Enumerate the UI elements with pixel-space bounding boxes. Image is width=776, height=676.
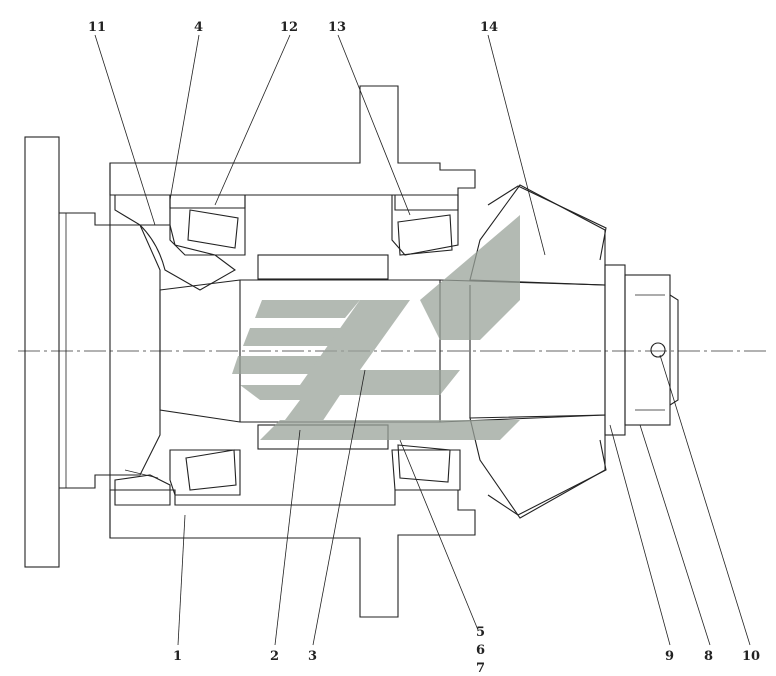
callout-1: 1 [173, 649, 182, 664]
callout-4: 4 [194, 20, 203, 35]
leader-14 [487, 34, 546, 256]
watermark-logo [232, 215, 520, 440]
callout-10: 10 [742, 649, 760, 664]
bearing-12 [169, 194, 246, 496]
callout-3: 3 [308, 649, 317, 664]
housing-1 [109, 85, 476, 618]
callout-9: 9 [665, 649, 674, 664]
callout-13: 13 [328, 20, 346, 35]
callout-12: 12 [280, 20, 298, 35]
leader-13 [337, 34, 411, 216]
callout-8: 8 [704, 649, 713, 664]
leader-9 [609, 424, 671, 646]
seal-11 [114, 194, 236, 506]
callout-5: 5 [476, 625, 485, 640]
callout-2: 2 [270, 649, 279, 664]
callout-14: 14 [480, 20, 498, 35]
leader-5 [399, 439, 479, 631]
leader-12 [214, 34, 291, 206]
bevel-gear-14 [469, 184, 607, 519]
leader-2 [274, 429, 301, 646]
cotter-pin-10 [650, 342, 666, 358]
leader-8 [639, 424, 711, 646]
leader-3 [312, 369, 366, 646]
callout-labels: 11 4 12 13 14 1 2 3 5 6 7 8 9 10 [88, 20, 760, 676]
drive-flange [24, 136, 161, 568]
leader-4 [169, 34, 200, 201]
leader-10 [659, 354, 751, 646]
nut-8 [604, 264, 679, 436]
callout-6: 6 [476, 643, 485, 658]
leader-11 [94, 34, 156, 226]
leader-lines [94, 34, 751, 646]
leader-1 [177, 514, 186, 646]
callout-7: 7 [476, 661, 485, 676]
callout-11: 11 [88, 20, 106, 35]
bearing-13 [391, 194, 461, 491]
